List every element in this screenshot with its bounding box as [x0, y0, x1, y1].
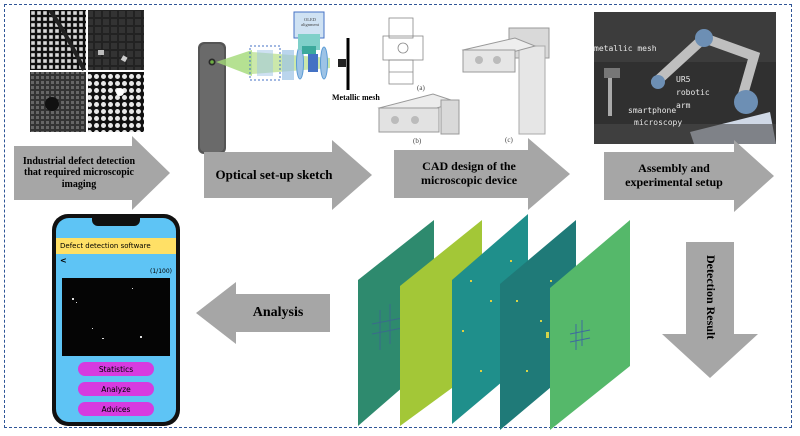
- cad-label-b: (b): [413, 137, 422, 145]
- step-assembly-arrow: Assembly and experimental setup: [604, 140, 774, 212]
- step-detection-arrow: Detection Result: [662, 242, 758, 378]
- result-image-view: [62, 278, 170, 356]
- detection-result-layers: [350, 200, 660, 430]
- app-title: Defect detection software: [60, 242, 151, 250]
- cad-drawings: (a) (b) (c): [375, 14, 565, 154]
- alignment-label: OLED alignment: [301, 17, 319, 27]
- photo-robot-label: UR5 robotic arm: [676, 75, 710, 110]
- step-detection-label: Detection Result: [703, 254, 718, 340]
- analyze-button[interactable]: Analyze: [78, 382, 154, 396]
- defect-images: [30, 8, 144, 132]
- cad-label-c: (c): [505, 136, 513, 144]
- cad-label-a: (a): [417, 84, 425, 92]
- step-optical-label: Optical set-up sketch: [215, 166, 333, 182]
- photo-phone-label: smartphone: [628, 106, 677, 115]
- photo-micro-label: microscopy: [634, 118, 683, 127]
- step-cad-arrow: CAD design of the microscopic device: [394, 138, 570, 210]
- step-assembly-label: Assembly and experimental setup: [625, 161, 723, 189]
- result-layer-5: [550, 220, 630, 430]
- smartphone-app: Defect detection software < (1/100) Stat…: [52, 214, 180, 426]
- step-industrial-arrow: Industrial defect detection that require…: [14, 136, 170, 210]
- statistics-button[interactable]: Statistics: [78, 362, 154, 376]
- dashed-frame: [4, 4, 792, 428]
- back-button[interactable]: <: [60, 256, 67, 265]
- phone-screen: Defect detection software < (1/100) Stat…: [56, 218, 176, 422]
- phone-notch: [92, 218, 140, 226]
- step-analysis-label: Analysis: [252, 304, 304, 320]
- step-cad-label: CAD design of the microscopic device: [420, 159, 518, 187]
- step-industrial-label: Industrial defect detection that require…: [22, 155, 136, 190]
- advices-button[interactable]: Advices: [78, 402, 154, 416]
- assembly-photo: metallic mesh UR5 robotic arm smartphone…: [594, 12, 776, 144]
- phone-header: Defect detection software: [56, 238, 176, 254]
- step-analysis-arrow: Analysis: [196, 282, 330, 344]
- photo-mesh-label: metallic mesh: [594, 44, 657, 53]
- metallic-mesh-label: Metallic mesh: [332, 93, 380, 102]
- step-optical-arrow: Optical set-up sketch: [204, 140, 372, 210]
- optical-setup-sketch: OLED alignment Metallic mesh: [190, 10, 380, 160]
- image-counter: (1/100): [150, 268, 172, 275]
- defect-image-grid: [30, 8, 144, 132]
